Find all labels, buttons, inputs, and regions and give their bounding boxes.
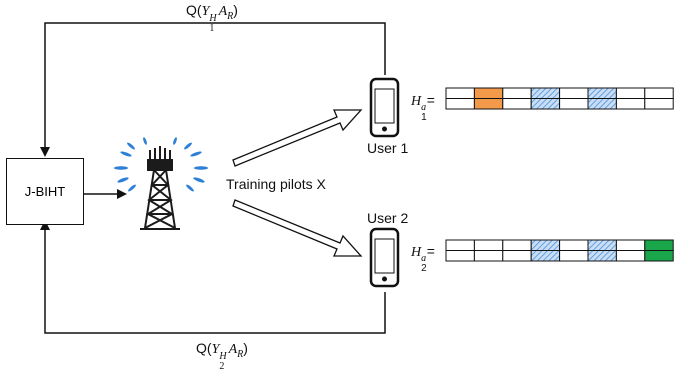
matrix-cell-hatched bbox=[530, 239, 561, 251]
matrix-cell-empty bbox=[559, 87, 589, 99]
matrix-cell-empty bbox=[644, 87, 674, 99]
matrix-cell-empty bbox=[445, 98, 475, 110]
matrix-cell-hatched bbox=[530, 250, 561, 262]
user2-label: User 2 bbox=[367, 210, 409, 226]
matrix-cell-empty bbox=[644, 98, 674, 110]
signal-waves bbox=[114, 137, 208, 192]
phone-icon-user2 bbox=[369, 227, 400, 288]
matrix-cell-empty bbox=[502, 98, 532, 110]
matrix-cell-empty bbox=[445, 250, 475, 262]
matrix-cell-hatched bbox=[530, 98, 561, 110]
matrix-cell-empty bbox=[559, 98, 589, 110]
matrix-cell-hatched bbox=[530, 87, 561, 99]
matrix-cell-hatched bbox=[587, 87, 617, 99]
matrix-cell-empty bbox=[615, 87, 646, 99]
training-pilots-label: Training pilots X bbox=[226, 176, 326, 192]
feedback-path-top bbox=[40, 22, 386, 157]
base-station-tower-icon bbox=[140, 146, 180, 230]
matrix-cell-green bbox=[644, 250, 674, 262]
matrix-cell-empty bbox=[502, 239, 532, 251]
matrix-cell-empty bbox=[502, 87, 532, 99]
matrix-cell-empty bbox=[559, 250, 589, 262]
matrix-cell-hatched bbox=[587, 250, 617, 262]
matrix-cell-empty bbox=[473, 250, 504, 262]
pilot-arrow-user2 bbox=[232, 199, 363, 257]
channel-matrix-user2 bbox=[445, 239, 674, 262]
pilot-arrow-user1 bbox=[232, 109, 363, 167]
jbiht-block: J-BIHT bbox=[6, 158, 84, 225]
matrix-cell-hatched bbox=[587, 98, 617, 110]
matrix-cell-empty bbox=[502, 250, 532, 262]
matrix-cell-orange bbox=[473, 87, 504, 99]
matrix-cell-orange bbox=[473, 98, 504, 110]
matrix-cell-empty bbox=[559, 239, 589, 251]
matrix-cell-green bbox=[644, 239, 674, 251]
phone-icon-user1 bbox=[369, 77, 400, 138]
matrix-cell-empty bbox=[615, 98, 646, 110]
jbiht-label: J-BIHT bbox=[24, 184, 66, 199]
matrix-cell-empty bbox=[445, 87, 475, 99]
matrix-cell-hatched bbox=[587, 239, 617, 251]
matrix-cell-empty bbox=[445, 239, 475, 251]
user1-label: User 1 bbox=[367, 140, 409, 156]
feedback-path-bottom bbox=[40, 220, 386, 334]
matrix-cell-empty bbox=[615, 239, 646, 251]
channel-matrix-user1 bbox=[445, 87, 674, 110]
matrix-cell-empty bbox=[615, 250, 646, 262]
matrix-cell-empty bbox=[473, 239, 504, 251]
